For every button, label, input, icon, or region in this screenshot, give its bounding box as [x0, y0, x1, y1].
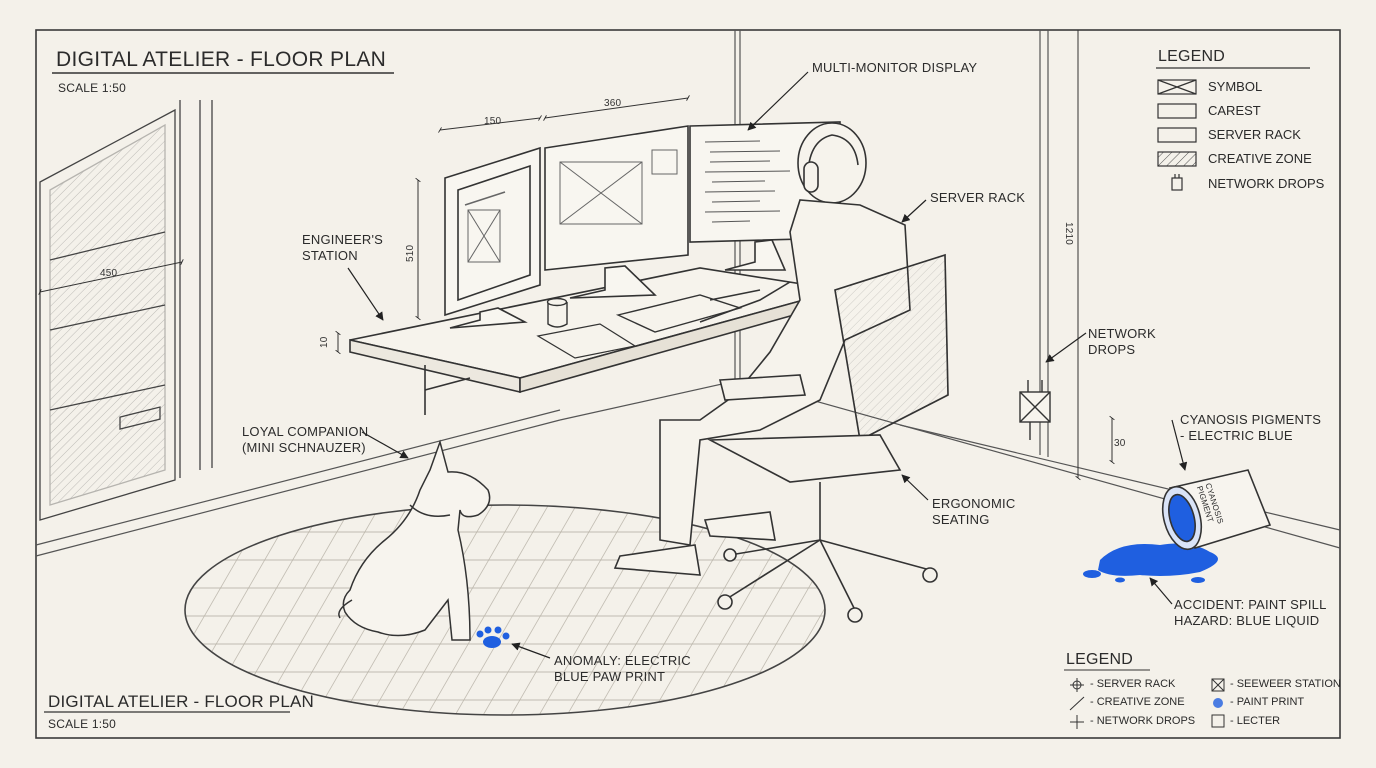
- dim-30: 30: [1114, 438, 1126, 449]
- legend-top-item-creative-zone: CREATIVE ZONE: [1208, 151, 1312, 166]
- label-ergonomic-line2: SEATING: [932, 512, 990, 527]
- label-network-drops-line2: DROPS: [1088, 342, 1136, 357]
- label-multi-monitor: MULTI-MONITOR DISPLAY: [812, 60, 978, 75]
- legend-top-item-symbol: SYMBOL: [1208, 79, 1263, 94]
- label-ergonomic-line1: ERGONOMIC: [932, 496, 1016, 511]
- desk: [349, 267, 841, 415]
- plan-title-bottom: DIGITAL ATELIER - FLOOR PLAN: [48, 692, 315, 711]
- legend-top-item-carest: CAREST: [1208, 103, 1261, 118]
- legend-bottom-item-lecter: - LECTER: [1230, 715, 1281, 727]
- paint-can: [1161, 469, 1272, 551]
- dimension-lines: [335, 30, 1115, 481]
- drawing-frame: [35, 29, 1341, 739]
- label-accident-line2: HAZARD: BLUE LIQUID: [1174, 613, 1320, 628]
- leader-arrows: [347, 71, 1188, 659]
- monitor-center: [544, 125, 689, 299]
- paper-sheet: [536, 323, 637, 359]
- door: [39, 100, 213, 521]
- legend-top-item-server-rack: SERVER RACK: [1208, 127, 1301, 142]
- plan-scale-bottom: SCALE 1:50: [48, 717, 117, 731]
- label-anomaly-line1: ANOMALY: ELECTRIC: [554, 653, 691, 668]
- label-anomaly-line2: BLUE PAW PRINT: [554, 669, 666, 684]
- plan-scale-top: SCALE 1:50: [58, 81, 127, 95]
- label-network-drops-line1: NETWORK: [1088, 326, 1156, 341]
- legend-bottom-item-seeweer-station: - SEEWEER STATION: [1230, 678, 1341, 690]
- label-server-rack: SERVER RACK: [930, 190, 1026, 205]
- legend-bottom-title: LEGEND: [1066, 651, 1133, 668]
- label-engineers-station-line2: STATION: [302, 248, 358, 263]
- label-loyal-companion-line1: LOYAL COMPANION: [242, 424, 369, 439]
- label-loyal-companion-line2: (MINI SCHNAUZER): [242, 440, 366, 455]
- monitor-left: [444, 146, 541, 329]
- dim-150: 150: [484, 116, 502, 127]
- legend-top-symbols: [1156, 67, 1310, 191]
- dim-1210: 1210: [1063, 222, 1074, 246]
- legend-top-title: LEGEND: [1158, 48, 1225, 65]
- dim-510: 510: [405, 244, 416, 262]
- legend-bottom-item-server-rack: - SERVER RACK: [1090, 678, 1176, 690]
- label-engineers-station-line1: ENGINEER'S: [302, 232, 384, 247]
- mini-schnauzer: [338, 439, 491, 641]
- network-drop-box: [1019, 380, 1051, 440]
- legend-bottom-item-creative-zone: - CREATIVE ZONE: [1090, 696, 1185, 708]
- label-cyanosis-line2: - ELECTRIC BLUE: [1180, 428, 1293, 443]
- paint-spill: [1083, 543, 1218, 583]
- plan-title-top: DIGITAL ATELIER - FLOOR PLAN: [56, 48, 387, 71]
- legend-bottom-item-paint-print: - PAINT PRINT: [1230, 696, 1305, 708]
- dim-360: 360: [604, 98, 622, 109]
- coffee-mug: [546, 297, 568, 328]
- legend-bottom-item-network-drops: - NETWORK DROPS: [1090, 715, 1196, 727]
- label-accident-line1: ACCIDENT: PAINT SPILL: [1174, 597, 1327, 612]
- legend-bottom-symbols: [1064, 669, 1225, 729]
- door-dimension-line: [38, 259, 184, 295]
- label-cyanosis-line1: CYANOSIS PIGMENTS: [1180, 412, 1322, 427]
- ergonomic-chair: [706, 253, 949, 623]
- dim-10: 10: [319, 336, 330, 348]
- legend-paint-print-icon: [1213, 698, 1223, 708]
- headphones-icon: [803, 161, 819, 193]
- blue-paw-print-icon: [476, 626, 510, 648]
- dim-450: 450: [100, 268, 118, 279]
- legend-top-item-network-drops: NETWORK DROPS: [1208, 176, 1325, 191]
